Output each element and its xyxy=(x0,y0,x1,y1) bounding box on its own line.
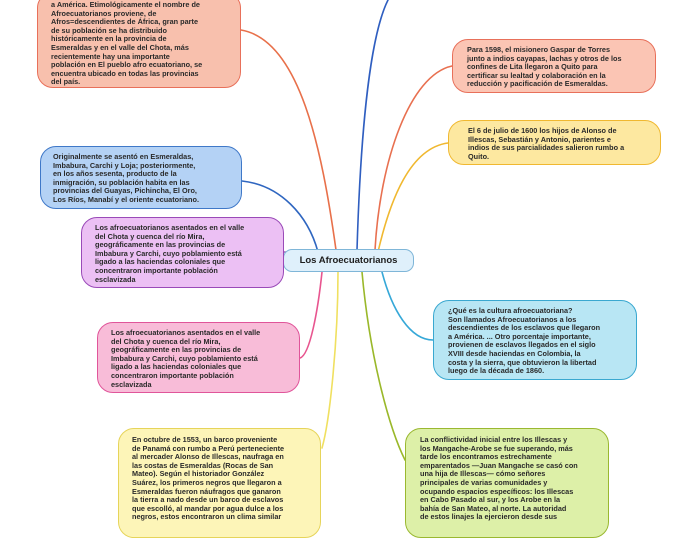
connector-shipwreck xyxy=(321,271,339,449)
topic-mira-valley-2[interactable]: Los afroecuatorianos asentados en el val… xyxy=(97,322,300,393)
connector-mira-valley-2 xyxy=(299,271,323,359)
topic-missionary-1598[interactable]: Para 1598, el misionero Gaspar de Torres… xyxy=(452,39,656,93)
topic-etymology[interactable]: a América. Etimológicamente el nombre de… xyxy=(37,0,241,88)
topic-mira-valley-1[interactable]: Los afroecuatorianos asentados en el val… xyxy=(81,217,284,288)
connector-july-1600 xyxy=(377,142,449,253)
connector-settlement xyxy=(241,180,319,253)
topic-shipwreck-1553[interactable]: En octubre de 1553, un barco proveniente… xyxy=(118,428,321,538)
topic-culture[interactable]: ¿Qué es la cultura afroecuatoriana? Son … xyxy=(433,300,637,380)
topic-july-1600[interactable]: El 6 de julio de 1600 los hijos de Alons… xyxy=(448,120,661,165)
central-topic[interactable]: Los Afroecuatorianos xyxy=(283,249,414,272)
topic-settlement[interactable]: Originalmente se asentó en Esmeraldas, I… xyxy=(40,146,242,209)
connector-culture xyxy=(381,271,434,341)
topic-conflict[interactable]: La conflictividad inicial entre los Ille… xyxy=(405,428,609,538)
connector-top-branch xyxy=(356,0,389,251)
branch-connectors xyxy=(240,0,453,461)
connector-missionary xyxy=(374,65,453,251)
connector-conflict xyxy=(361,271,406,461)
connector-etymology xyxy=(240,29,337,251)
